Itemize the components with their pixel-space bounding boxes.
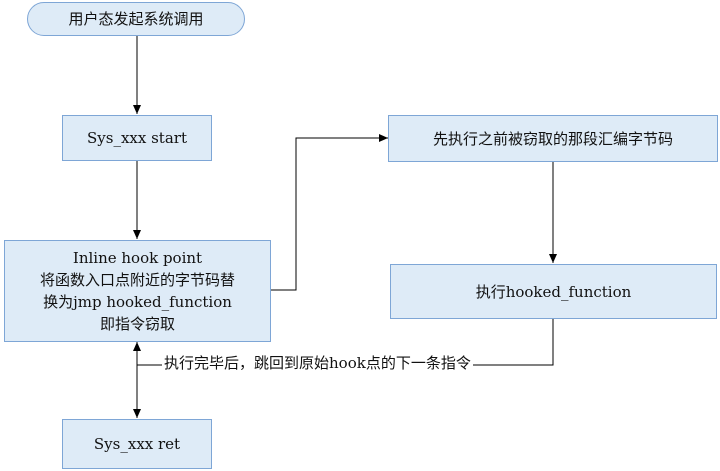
node-inline-hook-point-text: Inline hook point 将函数入口点附近的字节码替 换为jmp ho…	[40, 247, 235, 335]
node-sys-ret-label: Sys_xxx ret	[93, 435, 181, 453]
node-sys-ret: Sys_xxx ret	[62, 419, 212, 469]
node-stolen-bytes: 先执行之前被窃取的那段汇编字节码	[388, 115, 718, 162]
return-edge-label: 执行完毕后，跳回到原始hook点的下一条指令	[162, 352, 473, 374]
arrow-inline-hook-to-stolen-bytes	[270, 134, 388, 291]
node-inline-hook-point: Inline hook point 将函数入口点附近的字节码替 换为jmp ho…	[4, 240, 271, 342]
node-stolen-bytes-label: 先执行之前被窃取的那段汇编字节码	[432, 129, 673, 148]
inline-hook-line-2: 将函数入口点附近的字节码替	[39, 271, 235, 289]
inline-hook-line-4: 即指令窃取	[99, 315, 175, 333]
node-sys-start-label: Sys_xxx start	[87, 129, 187, 147]
inline-hook-line-1: Inline hook point	[72, 249, 203, 267]
node-user-syscall-label: 用户态发起系统调用	[68, 10, 204, 28]
node-sys-start: Sys_xxx start	[62, 115, 212, 161]
node-user-syscall: 用户态发起系统调用	[27, 2, 245, 36]
node-hooked-function: 执行hooked_function	[390, 264, 717, 319]
inline-hook-line-3: 换为jmp hooked_function	[43, 293, 232, 311]
node-hooked-function-label: 执行hooked_function	[475, 282, 632, 301]
